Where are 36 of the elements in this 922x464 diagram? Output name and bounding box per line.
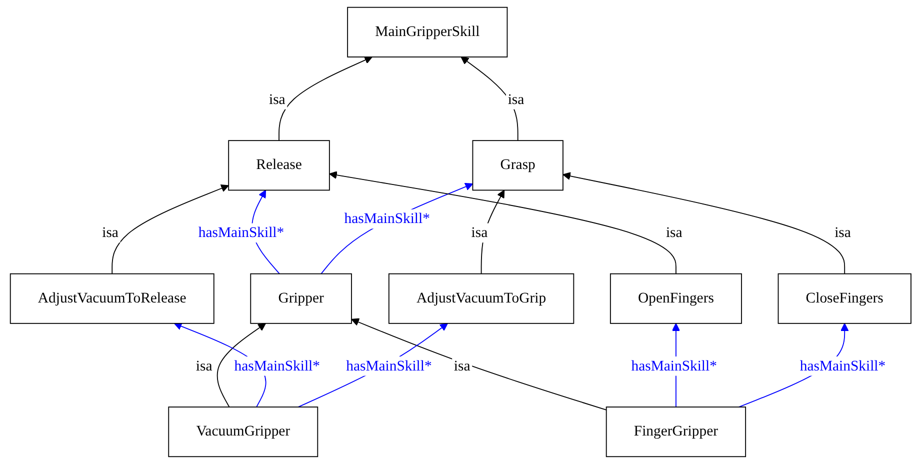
edge-label: isa bbox=[666, 225, 683, 242]
node-box bbox=[472, 140, 564, 191]
arrow bbox=[217, 323, 266, 408]
arrow bbox=[321, 182, 474, 274]
edge-label: hasMainSkill* bbox=[800, 358, 886, 374]
arrow bbox=[481, 190, 505, 274]
class-diagram: isa isa hasMainSkill* isa hasMainSkill* isa isa isa isa hasMainSkill* hasMainSkill* isa hasMainSkill* hasMainSkill* MainGripperSkill Release Grasp AdjustVacuumToRelease Gripper AdjustVacuumToGrip OpenFingers CloseFingers VacuumGripper FingerGripper bbox=[3, 0, 919, 464]
arrow bbox=[298, 323, 448, 408]
arrow bbox=[461, 56, 519, 142]
arrow bbox=[329, 171, 677, 274]
edge-label: isa bbox=[454, 358, 471, 374]
node-box bbox=[228, 140, 330, 191]
edge-label: isa bbox=[508, 92, 524, 108]
node-box bbox=[606, 406, 746, 458]
node-box bbox=[168, 406, 318, 458]
node-box bbox=[778, 273, 912, 324]
arrow bbox=[112, 184, 230, 274]
edge-label: isa bbox=[834, 225, 852, 242]
edge-label: hasMainSkill* bbox=[344, 211, 430, 228]
node-box bbox=[10, 273, 215, 324]
edge-label: hasMainSkill* bbox=[632, 358, 718, 374]
arrow bbox=[174, 322, 267, 408]
node-box bbox=[610, 273, 742, 324]
edge-label: isa bbox=[269, 92, 286, 108]
edge-label: isa bbox=[102, 225, 119, 242]
arrow bbox=[562, 172, 846, 274]
edge-label: isa bbox=[472, 225, 488, 242]
node-box bbox=[388, 273, 574, 324]
edge-label: hasMainSkill* bbox=[346, 358, 432, 374]
node-box bbox=[250, 273, 352, 324]
edge-label: hasMainSkill* bbox=[234, 358, 320, 374]
edge-label: hasMainSkill* bbox=[198, 225, 284, 242]
arrow bbox=[351, 318, 608, 410]
node-box bbox=[347, 6, 508, 58]
arrow bbox=[278, 56, 373, 142]
edge-label: isa bbox=[196, 358, 213, 374]
